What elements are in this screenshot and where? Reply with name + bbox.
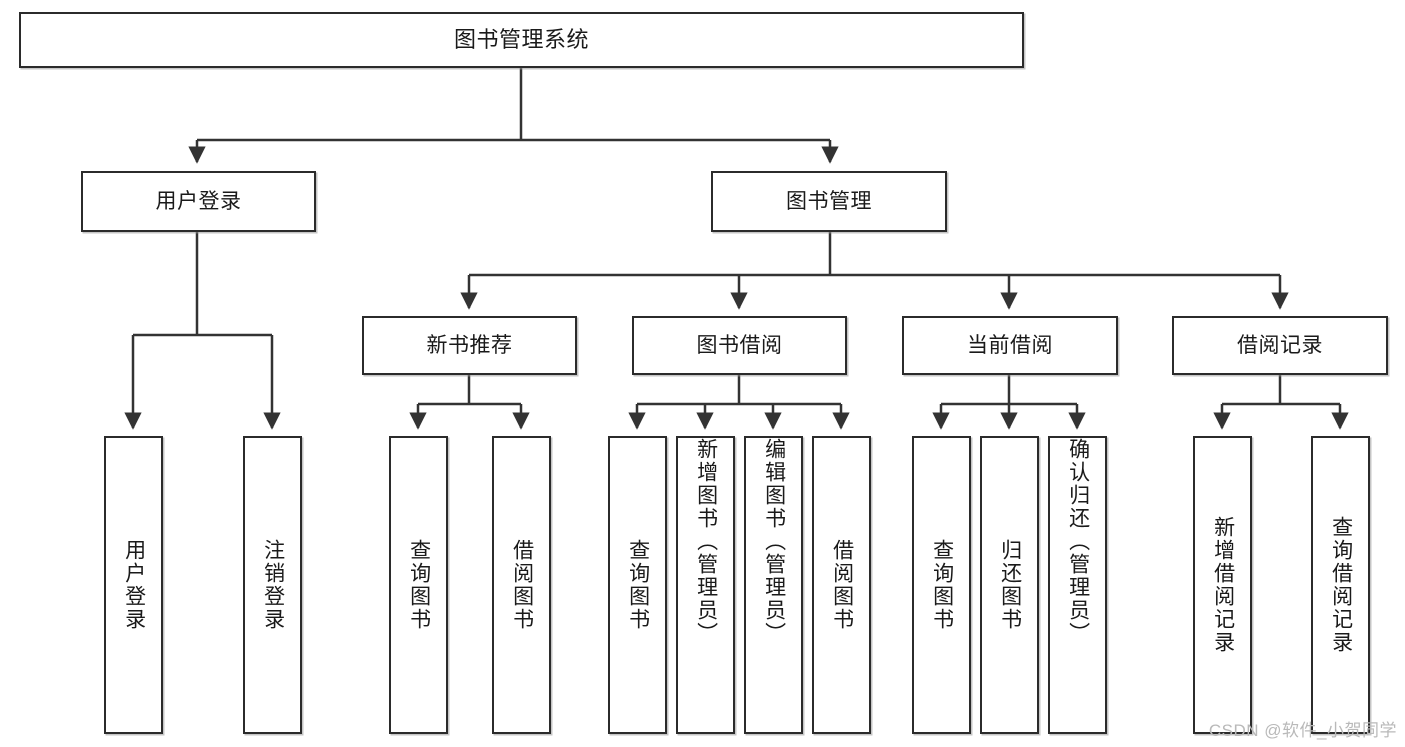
node-label: 借阅记录 [1237,333,1323,357]
node-label: 图书管理 [786,189,872,213]
node-leaf-logout-login[interactable]: 注销登录 [243,436,302,734]
node-label: 查询图书 [930,539,954,631]
node-label: 借阅图书 [510,539,534,631]
node-leaf-confirm-return[interactable]: 确认归还（管理员） [1048,436,1107,734]
node-leaf-return-book[interactable]: 归还图书 [980,436,1039,734]
node-user-login[interactable]: 用户登录 [81,171,316,232]
node-label: 用户登录 [122,539,146,631]
node-label: 注销登录 [261,539,285,631]
node-current-borrow[interactable]: 当前借阅 [902,316,1118,375]
node-label: 查询图书 [407,539,431,631]
node-leaf-add-record[interactable]: 新增借阅记录 [1193,436,1252,734]
node-leaf-query-book-1[interactable]: 查询图书 [389,436,448,734]
node-label: 查询借阅记录 [1329,516,1353,654]
node-leaf-edit-book[interactable]: 编辑图书（管理员） [744,436,803,734]
node-leaf-user-login[interactable]: 用户登录 [104,436,163,734]
node-label: 确认归还（管理员） [1066,438,1090,645]
node-label: 图书借阅 [696,333,783,357]
node-label: 查询图书 [626,539,650,631]
node-label: 新增图书（管理员） [694,438,718,645]
node-book-borrow[interactable]: 图书借阅 [632,316,847,375]
node-leaf-borrow-book-1[interactable]: 借阅图书 [492,436,551,734]
node-label: 编辑图书（管理员） [762,438,786,645]
node-borrow-record[interactable]: 借阅记录 [1172,316,1388,375]
node-new-book-recommend[interactable]: 新书推荐 [362,316,577,375]
node-leaf-query-book-2[interactable]: 查询图书 [608,436,667,734]
node-label: 用户登录 [155,189,242,213]
node-leaf-query-record[interactable]: 查询借阅记录 [1311,436,1370,734]
node-label: 图书管理系统 [453,26,589,52]
node-label: 新书推荐 [426,333,513,357]
csdn-watermark: CSDN @软件_小贺同学 [1208,721,1397,740]
node-book-management[interactable]: 图书管理 [711,171,947,232]
node-label: 借阅图书 [830,539,854,631]
node-label: 归还图书 [998,539,1022,631]
node-label: 新增借阅记录 [1211,516,1235,654]
node-leaf-borrow-book-2[interactable]: 借阅图书 [812,436,871,734]
node-leaf-query-book-3[interactable]: 查询图书 [912,436,971,734]
node-leaf-add-book[interactable]: 新增图书（管理员） [676,436,735,734]
node-root-system[interactable]: 图书管理系统 [19,12,1024,68]
node-label: 当前借阅 [967,333,1053,357]
